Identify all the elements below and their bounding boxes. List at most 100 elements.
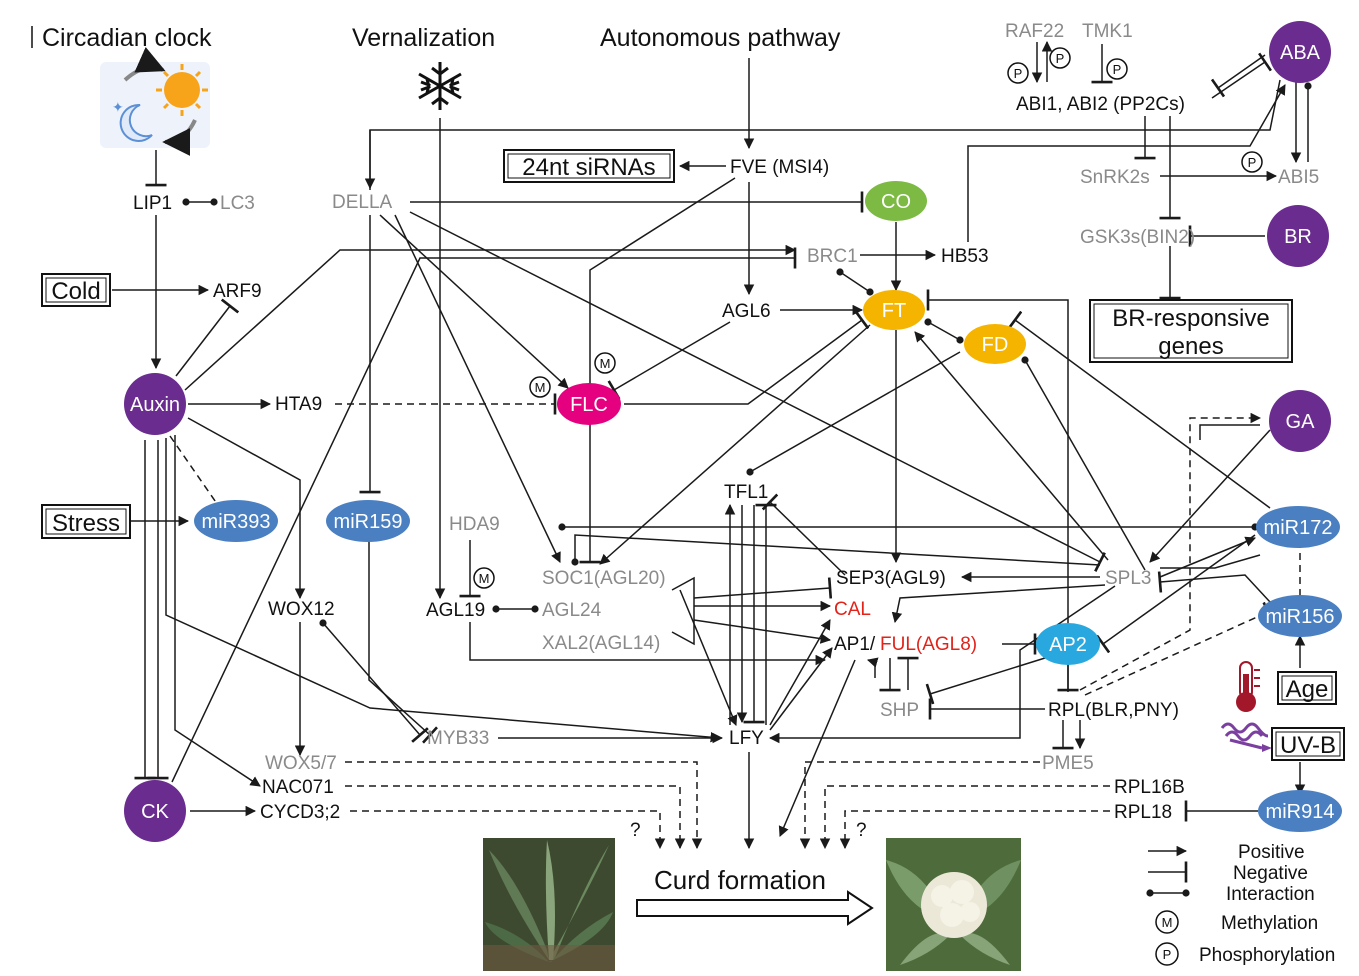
br-responsive-box-line1: BR-responsive — [1112, 305, 1269, 332]
flc-node — [557, 383, 621, 425]
snowflake-icon — [418, 62, 462, 110]
gene-labels: LIP1 LC3 ARF9 HTA9 WOX12 WOX5/7 NAC071 C… — [133, 21, 1319, 895]
cauliflower-plant-photo — [483, 838, 615, 971]
pme5-label: PME5 — [1042, 753, 1094, 774]
legend-positive: Positive — [1238, 842, 1305, 863]
phosphorylation-marker-3: P — [1113, 62, 1122, 77]
rpl18-label: RPL18 — [1114, 802, 1172, 823]
arf9-label: ARF9 — [213, 281, 262, 302]
mir159-node — [326, 500, 410, 542]
phosphorylation-marker-1: P — [1014, 66, 1023, 81]
hta9-label: HTA9 — [275, 394, 322, 415]
stress-box: Stress — [52, 510, 120, 537]
auxin-node — [124, 373, 186, 435]
methylation-marker-flc-2: M — [535, 380, 546, 395]
agl6-label: AGL6 — [722, 301, 771, 322]
br-node — [1267, 205, 1329, 267]
tfl1-label: TFL1 — [724, 482, 768, 503]
legend: Positive Negative Interaction M Methylat… — [1146, 842, 1335, 966]
legend-phosphorylation: Phosphorylation — [1199, 945, 1335, 966]
circadian-title: Circadian clock — [42, 24, 212, 52]
brc1-label: BRC1 — [807, 246, 858, 267]
mir914-label: miR914 — [1266, 801, 1335, 823]
agl19-label: AGL19 — [426, 600, 485, 621]
question-mark-right: ? — [856, 820, 867, 841]
thermometer-icon — [1236, 661, 1260, 712]
snrk2s-label: SnRK2s — [1080, 167, 1150, 188]
gene-nodes: CO FT FD FLC AP2 — [557, 181, 1100, 665]
modification-markers — [473, 47, 1263, 589]
autonomous-title: Autonomous pathway — [600, 24, 841, 52]
boxed-labels: 24nt siRNAs Cold Stress BR-responsive ge… — [41, 149, 1345, 761]
ft-node — [863, 290, 925, 330]
mir393-node — [194, 500, 278, 542]
svg-text:✦: ✦ — [112, 99, 124, 115]
legend-negative: Negative — [1233, 863, 1308, 884]
pathway-titles: Circadian clock Vernalization Autonomous… — [31, 24, 841, 52]
cold-box: Cold — [51, 278, 100, 305]
ck-node — [124, 780, 186, 842]
sep3-label: SEP3(AGL9) — [836, 568, 946, 589]
uv-radiation-icon — [1220, 722, 1272, 752]
auxin-label: Auxin — [130, 394, 180, 416]
question-mark-left: ? — [630, 820, 641, 841]
mir172-node — [1256, 506, 1340, 548]
spl3-label: SPL3 — [1105, 568, 1151, 589]
ck-label: CK — [141, 801, 169, 823]
abi12-label: ABI1, ABI2 (PP2Cs) — [1016, 94, 1185, 115]
ful-label: FUL(AGL8) — [880, 634, 977, 655]
fd-label: FD — [982, 334, 1009, 356]
agl24-label: AGL24 — [542, 600, 602, 621]
edges — [112, 40, 1312, 926]
myb33-label: MYB33 — [427, 728, 489, 749]
ga-label: GA — [1286, 411, 1316, 433]
lfy-label: LFY — [729, 728, 764, 749]
nac071-label: NAC071 — [262, 777, 334, 798]
legend-p-letter: P — [1163, 947, 1172, 962]
aba-node — [1269, 21, 1331, 83]
methylation-marker-agl19: M — [479, 571, 490, 586]
ga-node — [1269, 390, 1331, 452]
ap2-label: AP2 — [1049, 634, 1087, 656]
aba-label: ABA — [1280, 42, 1321, 64]
methylation-legend-icon — [1155, 910, 1179, 934]
uvb-box: UV-B — [1280, 732, 1336, 759]
mir159-label: miR159 — [334, 511, 403, 533]
phosphorylation-marker-abi5: P — [1248, 155, 1257, 170]
vernalization-title: Vernalization — [352, 24, 495, 52]
mir156-node — [1258, 595, 1342, 637]
ap2-node — [1036, 623, 1100, 665]
abi5-label: ABI5 — [1278, 167, 1319, 188]
mir156-label: miR156 — [1266, 606, 1335, 628]
legend-interaction: Interaction — [1226, 884, 1315, 905]
shp-label: SHP — [880, 700, 919, 721]
lip1-label: LIP1 — [133, 193, 172, 214]
phosphorylation-legend-icon — [1155, 942, 1179, 966]
fve-label: FVE (MSI4) — [730, 157, 829, 178]
co-node — [865, 181, 927, 221]
curd-formation-label: Curd formation — [654, 865, 826, 895]
soc1-label: SOC1(AGL20) — [542, 568, 666, 589]
cal-label: CAL — [834, 599, 871, 620]
ft-label: FT — [882, 300, 906, 322]
mir172-label: miR172 — [1264, 517, 1333, 539]
tmk1-label: TMK1 — [1082, 21, 1133, 42]
mir393-label: miR393 — [202, 511, 271, 533]
age-box: Age — [1286, 676, 1329, 703]
wox57-label: WOX5/7 — [265, 753, 337, 774]
methylation-marker-flc-1: M — [600, 356, 611, 371]
sirnas-box: 24nt siRNAs — [522, 154, 655, 181]
cycd3-label: CYCD3;2 — [260, 802, 340, 823]
hormone-nodes: ABA BR GA Auxin CK — [124, 21, 1331, 842]
lc3-label: LC3 — [220, 193, 255, 214]
raf22-label: RAF22 — [1005, 21, 1064, 42]
cauliflower-curd-photo — [886, 838, 1021, 971]
rpl-label: RPL(BLR,PNY) — [1048, 700, 1179, 721]
legend-m-letter: M — [1162, 915, 1173, 930]
br-responsive-box-line2: genes — [1158, 333, 1223, 360]
mirna-nodes: miR393 miR159 miR172 miR156 miR914 — [194, 500, 1342, 832]
flc-label: FLC — [570, 394, 608, 416]
xal2-label: XAL2(AGL14) — [542, 633, 660, 654]
